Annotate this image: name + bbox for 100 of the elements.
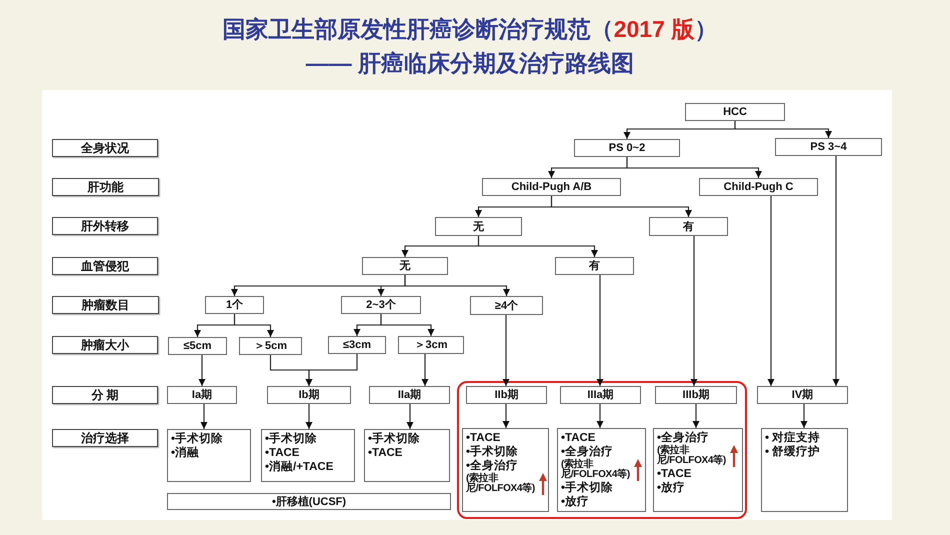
treatment-item: •消融/+TACE xyxy=(265,460,334,474)
treatment-item: •放疗 xyxy=(657,481,686,495)
box-label: PS 3~4 xyxy=(810,140,847,154)
box-label: HCC xyxy=(723,105,747,119)
flow-box xyxy=(685,103,785,121)
flow-box xyxy=(560,386,641,404)
arrow xyxy=(734,121,832,138)
arrow xyxy=(200,404,208,429)
flow-box xyxy=(168,337,227,355)
box-label: Ib期 xyxy=(298,388,320,402)
box-label: 有 xyxy=(683,220,694,234)
treatment-box xyxy=(761,428,848,512)
treatment-item: •手术切除 xyxy=(171,432,224,446)
subtitle: —— 肝癌临床分期及治疗路线图 xyxy=(304,49,636,78)
arrow xyxy=(234,314,274,337)
arrow xyxy=(692,404,700,428)
box-label: IIa期 xyxy=(398,388,422,402)
category-box xyxy=(52,217,158,235)
category-label: 肝外转移 xyxy=(81,219,129,233)
treatment-item: •全身治疗 xyxy=(657,431,710,444)
arrow xyxy=(406,404,414,429)
flow-box xyxy=(167,386,237,404)
arrow xyxy=(832,156,840,386)
box-label: ≤3cm xyxy=(342,338,372,352)
box-label: IIIb期 xyxy=(682,388,710,402)
arrow xyxy=(596,275,604,386)
flow-box xyxy=(699,178,818,196)
arrow xyxy=(198,355,206,386)
category-box xyxy=(52,336,158,354)
treatment-box xyxy=(462,428,549,512)
title: 国家卫生部原发性肝癌诊断治疗规范（2017 版） xyxy=(222,15,718,44)
drug-note: (索拉非尼/FOLFOX4等) xyxy=(561,460,631,480)
flow-box xyxy=(649,217,728,236)
arrow xyxy=(550,196,692,217)
box-label: Child-Pugh A/B xyxy=(511,180,592,194)
flow-box xyxy=(655,386,737,404)
drug-note: (索拉非尼/FOLFOX4等) xyxy=(466,474,536,494)
treatment-item: •TACE xyxy=(466,431,500,445)
box-label: 2~3个 xyxy=(366,298,396,312)
category-box xyxy=(52,386,158,404)
box-label: Ia期 xyxy=(192,388,212,402)
flow-box xyxy=(205,296,264,314)
treatment-item: •TACE xyxy=(265,446,300,460)
box-label: Child-Pugh C xyxy=(724,180,794,194)
treatment-box xyxy=(167,429,251,482)
category-box xyxy=(52,296,159,314)
flow-box xyxy=(239,337,302,355)
treatment-box xyxy=(364,429,450,482)
box-label: ≤5cm xyxy=(183,339,212,353)
flow-box xyxy=(267,386,351,404)
flow-box xyxy=(574,139,680,157)
flow-box xyxy=(362,257,448,275)
treatment-item: •全身治疗 xyxy=(466,459,518,472)
box-label: 无 xyxy=(400,259,410,273)
flow-box xyxy=(369,386,450,404)
arrow xyxy=(380,314,434,336)
arrow xyxy=(404,275,510,296)
treatment-item: •手术切除 xyxy=(368,432,420,446)
box-label: 1个 xyxy=(226,298,244,312)
category-label: 肿瘤数目 xyxy=(82,298,130,312)
flow-box xyxy=(482,178,621,196)
box-label: PS 0~2 xyxy=(608,141,646,155)
category-label: 分 期 xyxy=(91,388,119,402)
flow-box xyxy=(466,386,547,404)
arrow xyxy=(306,404,312,429)
treatment-box xyxy=(653,428,743,512)
arrow xyxy=(306,354,358,386)
flow-box xyxy=(470,296,543,315)
box-label: ＞3cm xyxy=(414,338,448,352)
category-label: 肿瘤大小 xyxy=(81,338,129,352)
arrow xyxy=(768,196,774,386)
flow-box xyxy=(555,257,634,275)
category-box xyxy=(52,178,159,196)
arrow xyxy=(800,404,808,428)
flow-box xyxy=(167,493,451,510)
box-label: IV期 xyxy=(792,388,814,402)
flow-box xyxy=(435,217,522,236)
arrow xyxy=(478,236,598,257)
treatment-item: •TACE xyxy=(657,467,692,481)
treatment-item: • 舒缓疗护 xyxy=(765,445,820,459)
drug-note: (索拉非尼/FOLFOX4等) xyxy=(657,446,727,466)
treatment-box xyxy=(557,428,646,512)
box-label: •肝移植(UCSF) xyxy=(272,494,346,508)
arrow xyxy=(422,354,428,386)
arrow xyxy=(502,315,510,386)
treatment-item: •TACE xyxy=(561,431,596,445)
box-label: ≥4个 xyxy=(494,298,518,312)
treatment-box xyxy=(261,429,355,482)
category-box xyxy=(52,257,158,275)
arrow xyxy=(626,157,762,178)
category-label: 血管侵犯 xyxy=(81,259,129,273)
treatment-item: •消融 xyxy=(171,446,200,460)
flow-box xyxy=(328,336,386,354)
treatment-item: •手术切除 xyxy=(466,445,518,459)
box-label: IIIa期 xyxy=(587,388,614,402)
flow-box xyxy=(775,138,882,156)
flow-box xyxy=(341,296,421,314)
treatment-item: •手术切除 xyxy=(265,432,318,446)
box-label: 无 xyxy=(473,220,484,234)
category-box xyxy=(52,139,158,157)
